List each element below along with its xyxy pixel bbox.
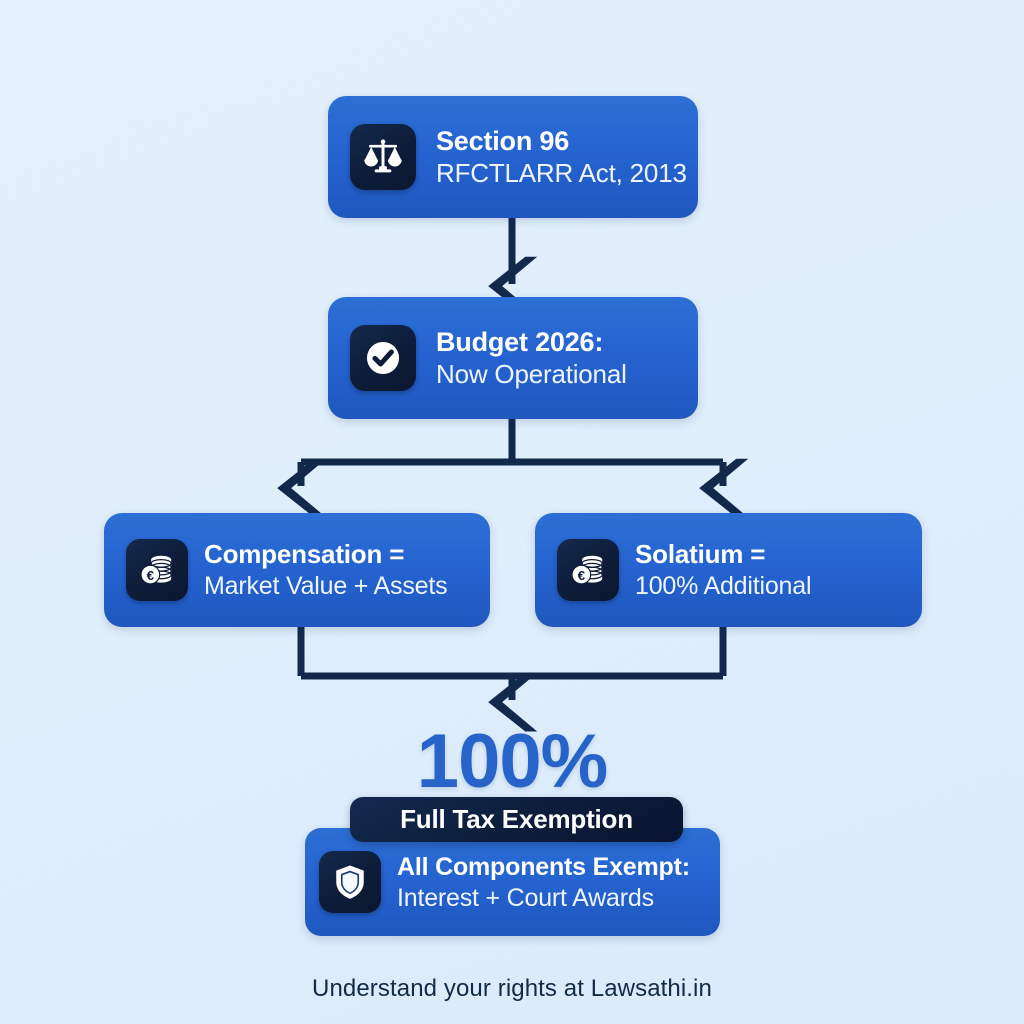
node-section-96[interactable]: Section 96 RFCTLARR Act, 2013 [328,96,698,218]
node-subtitle: Market Value + Assets [204,572,448,601]
node-title: Solatium = [635,538,766,569]
node-subtitle: 100% Additional [635,572,812,601]
node-compensation[interactable]: € Compensation = Market Value + Assets [104,513,490,627]
node-budget-2026[interactable]: Budget 2026: Now Operational [328,297,698,419]
node-title: Section 96 [436,125,570,156]
scales-of-justice-icon [350,124,416,190]
percent-highlight: 100% [416,719,608,804]
coins-euro-icon: € [126,539,188,601]
node-subtitle: RFCTLARR Act, 2013 [436,158,687,189]
node-text-block: Budget 2026: Now Operational [436,327,627,389]
node-text-block: All Components Exempt: Interest + Court … [397,853,690,912]
node-subtitle: Now Operational [436,359,627,390]
node-text-block: Solatium = 100% Additional [635,538,812,601]
footer-note: Understand your rights at Lawsathi.in [312,975,712,1002]
edge-budget2026-split [277,419,749,518]
node-title: All Components Exempt: [397,852,690,881]
svg-text:€: € [578,568,586,583]
edge-merge-to-exempt [297,627,727,732]
node-text-block: Compensation = Market Value + Assets [204,538,448,601]
check-circle-icon [350,325,416,391]
svg-text:€: € [147,568,155,583]
node-title: Compensation = [204,538,405,569]
node-solatium[interactable]: € Solatium = 100% Additional [535,513,922,627]
shield-icon [319,851,381,913]
node-text-block: Section 96 RFCTLARR Act, 2013 [436,126,687,188]
full-tax-exemption-badge: Full Tax Exemption [350,797,683,842]
node-subtitle: Interest + Court Awards [397,883,654,912]
coins-euro-icon: € [557,539,619,601]
node-title: Budget 2026: [436,326,604,357]
node-all-components-exempt[interactable]: All Components Exempt: Interest + Court … [305,828,720,936]
